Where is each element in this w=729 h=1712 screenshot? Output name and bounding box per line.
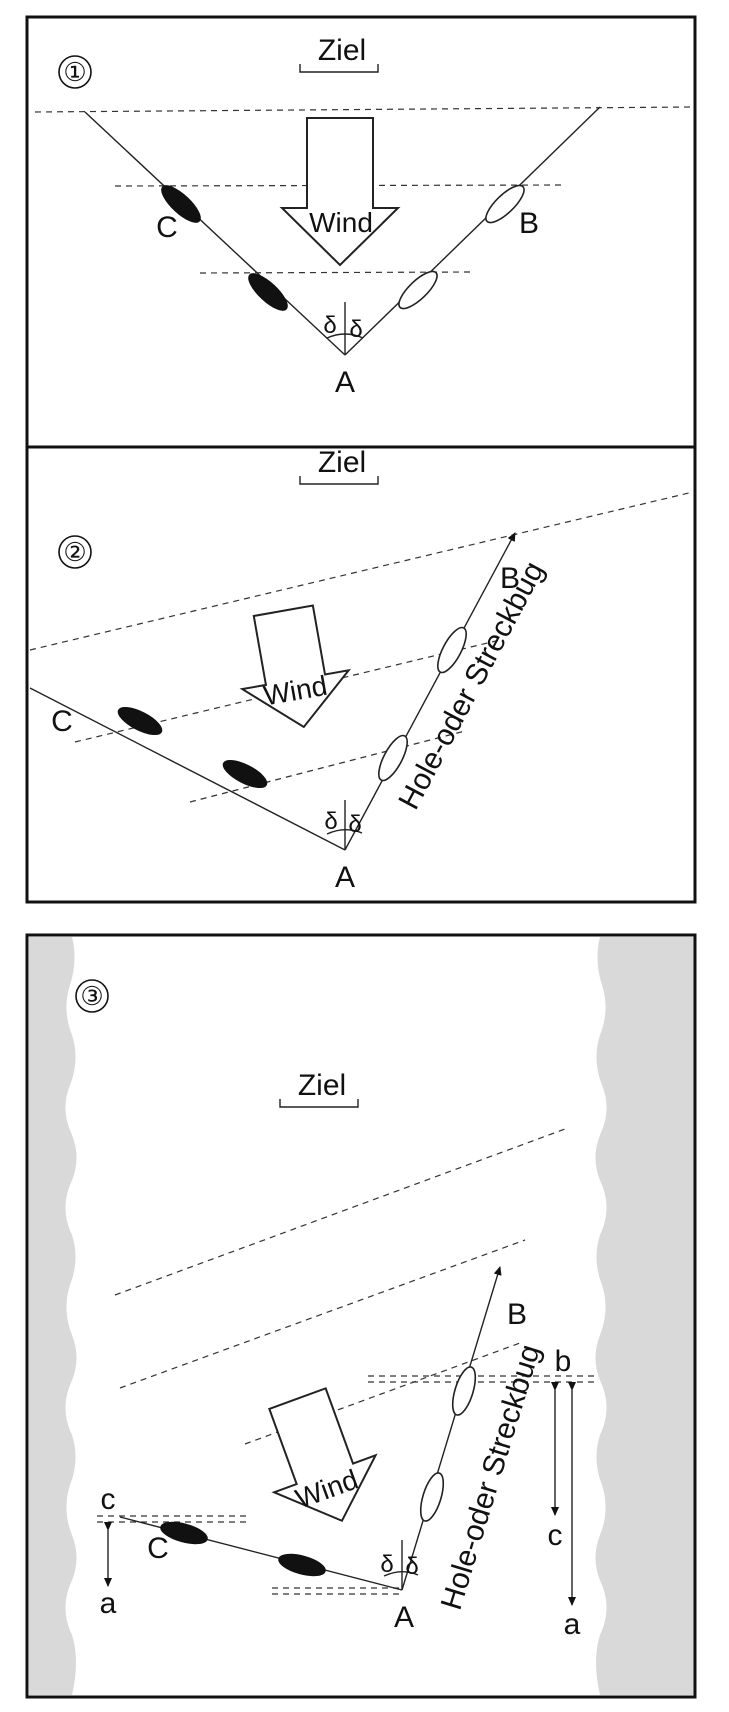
panel-1-boat-dark-1	[161, 185, 201, 223]
panel-1-point-a: A	[335, 366, 355, 399]
panel-1-angle-left: δ	[323, 312, 336, 339]
panel-2-point-c: C	[51, 705, 73, 738]
panel-1-target-label: Ziel	[318, 34, 366, 67]
panel-3-point-a: A	[394, 1601, 414, 1634]
panel-2-layline-3	[189, 730, 466, 803]
panel-3-number: ③	[80, 981, 103, 1011]
panel-2-track-c	[29, 687, 346, 851]
panel-2-boat-dark-2	[222, 759, 268, 789]
panel-3-right-measure-top: b	[555, 1345, 572, 1378]
panel-2-angle-arc	[326, 829, 363, 835]
panel-3: ③ Ziel δ δ Wind B C A Hole-oder Streckbu…	[25, 933, 697, 1699]
panel-2-point-b: B	[500, 562, 520, 595]
panel-3-left-measure-bottom: a	[100, 1587, 117, 1620]
panel-2-number: ②	[63, 537, 86, 567]
panel-3-right-measure-mid: c	[548, 1519, 563, 1552]
panel-3-point-b: B	[507, 1298, 527, 1331]
panel-3-boat-dark-1	[160, 1521, 208, 1545]
panel-2-boat-dark-1	[117, 706, 163, 736]
panel-2-point-a: A	[335, 861, 355, 894]
panel-2-angle-right: δ	[348, 811, 361, 838]
panel-2-number-circle	[58, 535, 92, 569]
panel-2-target-label: Ziel	[318, 446, 366, 479]
panel-3-left-measure-top: c	[101, 1483, 116, 1516]
panel-1-boat-light-2	[398, 270, 438, 310]
panel-2-target-line	[299, 476, 379, 485]
panel-1-track-c	[84, 111, 346, 356]
panel-2-layline-2	[74, 639, 501, 743]
panel-3-right-measure-bottom: a	[564, 1608, 581, 1641]
panel-1-number: ①	[63, 57, 86, 87]
panel-3-boat-dark-2	[278, 1553, 326, 1577]
panel-3-boat-light-2	[419, 1472, 445, 1522]
panel-1-angle-right: δ	[349, 316, 362, 343]
panel-1-boat-dark-2	[248, 273, 288, 311]
panel-3-target-label: Ziel	[298, 1069, 346, 1102]
panel-3-wind-arrow	[268, 1387, 378, 1523]
panel-1-wind-arrow	[279, 117, 401, 267]
panel-1-boat-light-1	[485, 184, 525, 224]
panel-2-course-label: Hole-oder Streckbug	[392, 556, 550, 814]
panel-1: ① Ziel δ δ Wind C B A	[25, 15, 697, 449]
panel-2-layline-1	[29, 491, 694, 651]
panel-1-angle-arc	[326, 333, 364, 339]
panel-3-layline-2	[119, 1239, 526, 1389]
panel-1-point-b: B	[519, 207, 539, 240]
panel-3-target-line	[279, 1099, 359, 1108]
panel-3-frame	[25, 933, 697, 1699]
panel-1-layline-1	[34, 106, 693, 113]
panel-2-wind-arrow	[239, 604, 352, 729]
panel-1-wind-label: Wind	[309, 207, 373, 238]
panel-2-angle-left: δ	[324, 808, 337, 835]
panel-3-left-bank	[29, 937, 77, 1695]
panel-3-track-b	[401, 1266, 502, 1591]
panel-3-angle-arc	[383, 1571, 419, 1577]
panel-2-boat-light-2	[378, 734, 408, 782]
panel-2-boat-light-1	[437, 626, 467, 674]
panel-1-number-circle	[58, 55, 92, 89]
panel-3-boat-light-1	[451, 1366, 477, 1416]
panel-1-track-b	[344, 106, 601, 356]
panel-1-point-c: C	[156, 211, 178, 244]
panel-3-point-c: C	[147, 1532, 169, 1565]
panel-3-angle-right: δ	[405, 1553, 418, 1580]
panel-2-track-b	[344, 532, 516, 851]
panel-2: Ziel ② δ δ Wind B C A Hole-oder Streckbu…	[25, 445, 697, 904]
panel-3-right-bank	[595, 937, 695, 1695]
panel-2-frame	[25, 445, 697, 904]
panel-3-layline-1	[114, 1128, 566, 1296]
panel-3-number-circle	[75, 979, 109, 1013]
panel-1-layline-3	[199, 271, 474, 274]
panel-1-target-line	[299, 64, 379, 73]
panel-3-angle-left: δ	[380, 1551, 393, 1578]
